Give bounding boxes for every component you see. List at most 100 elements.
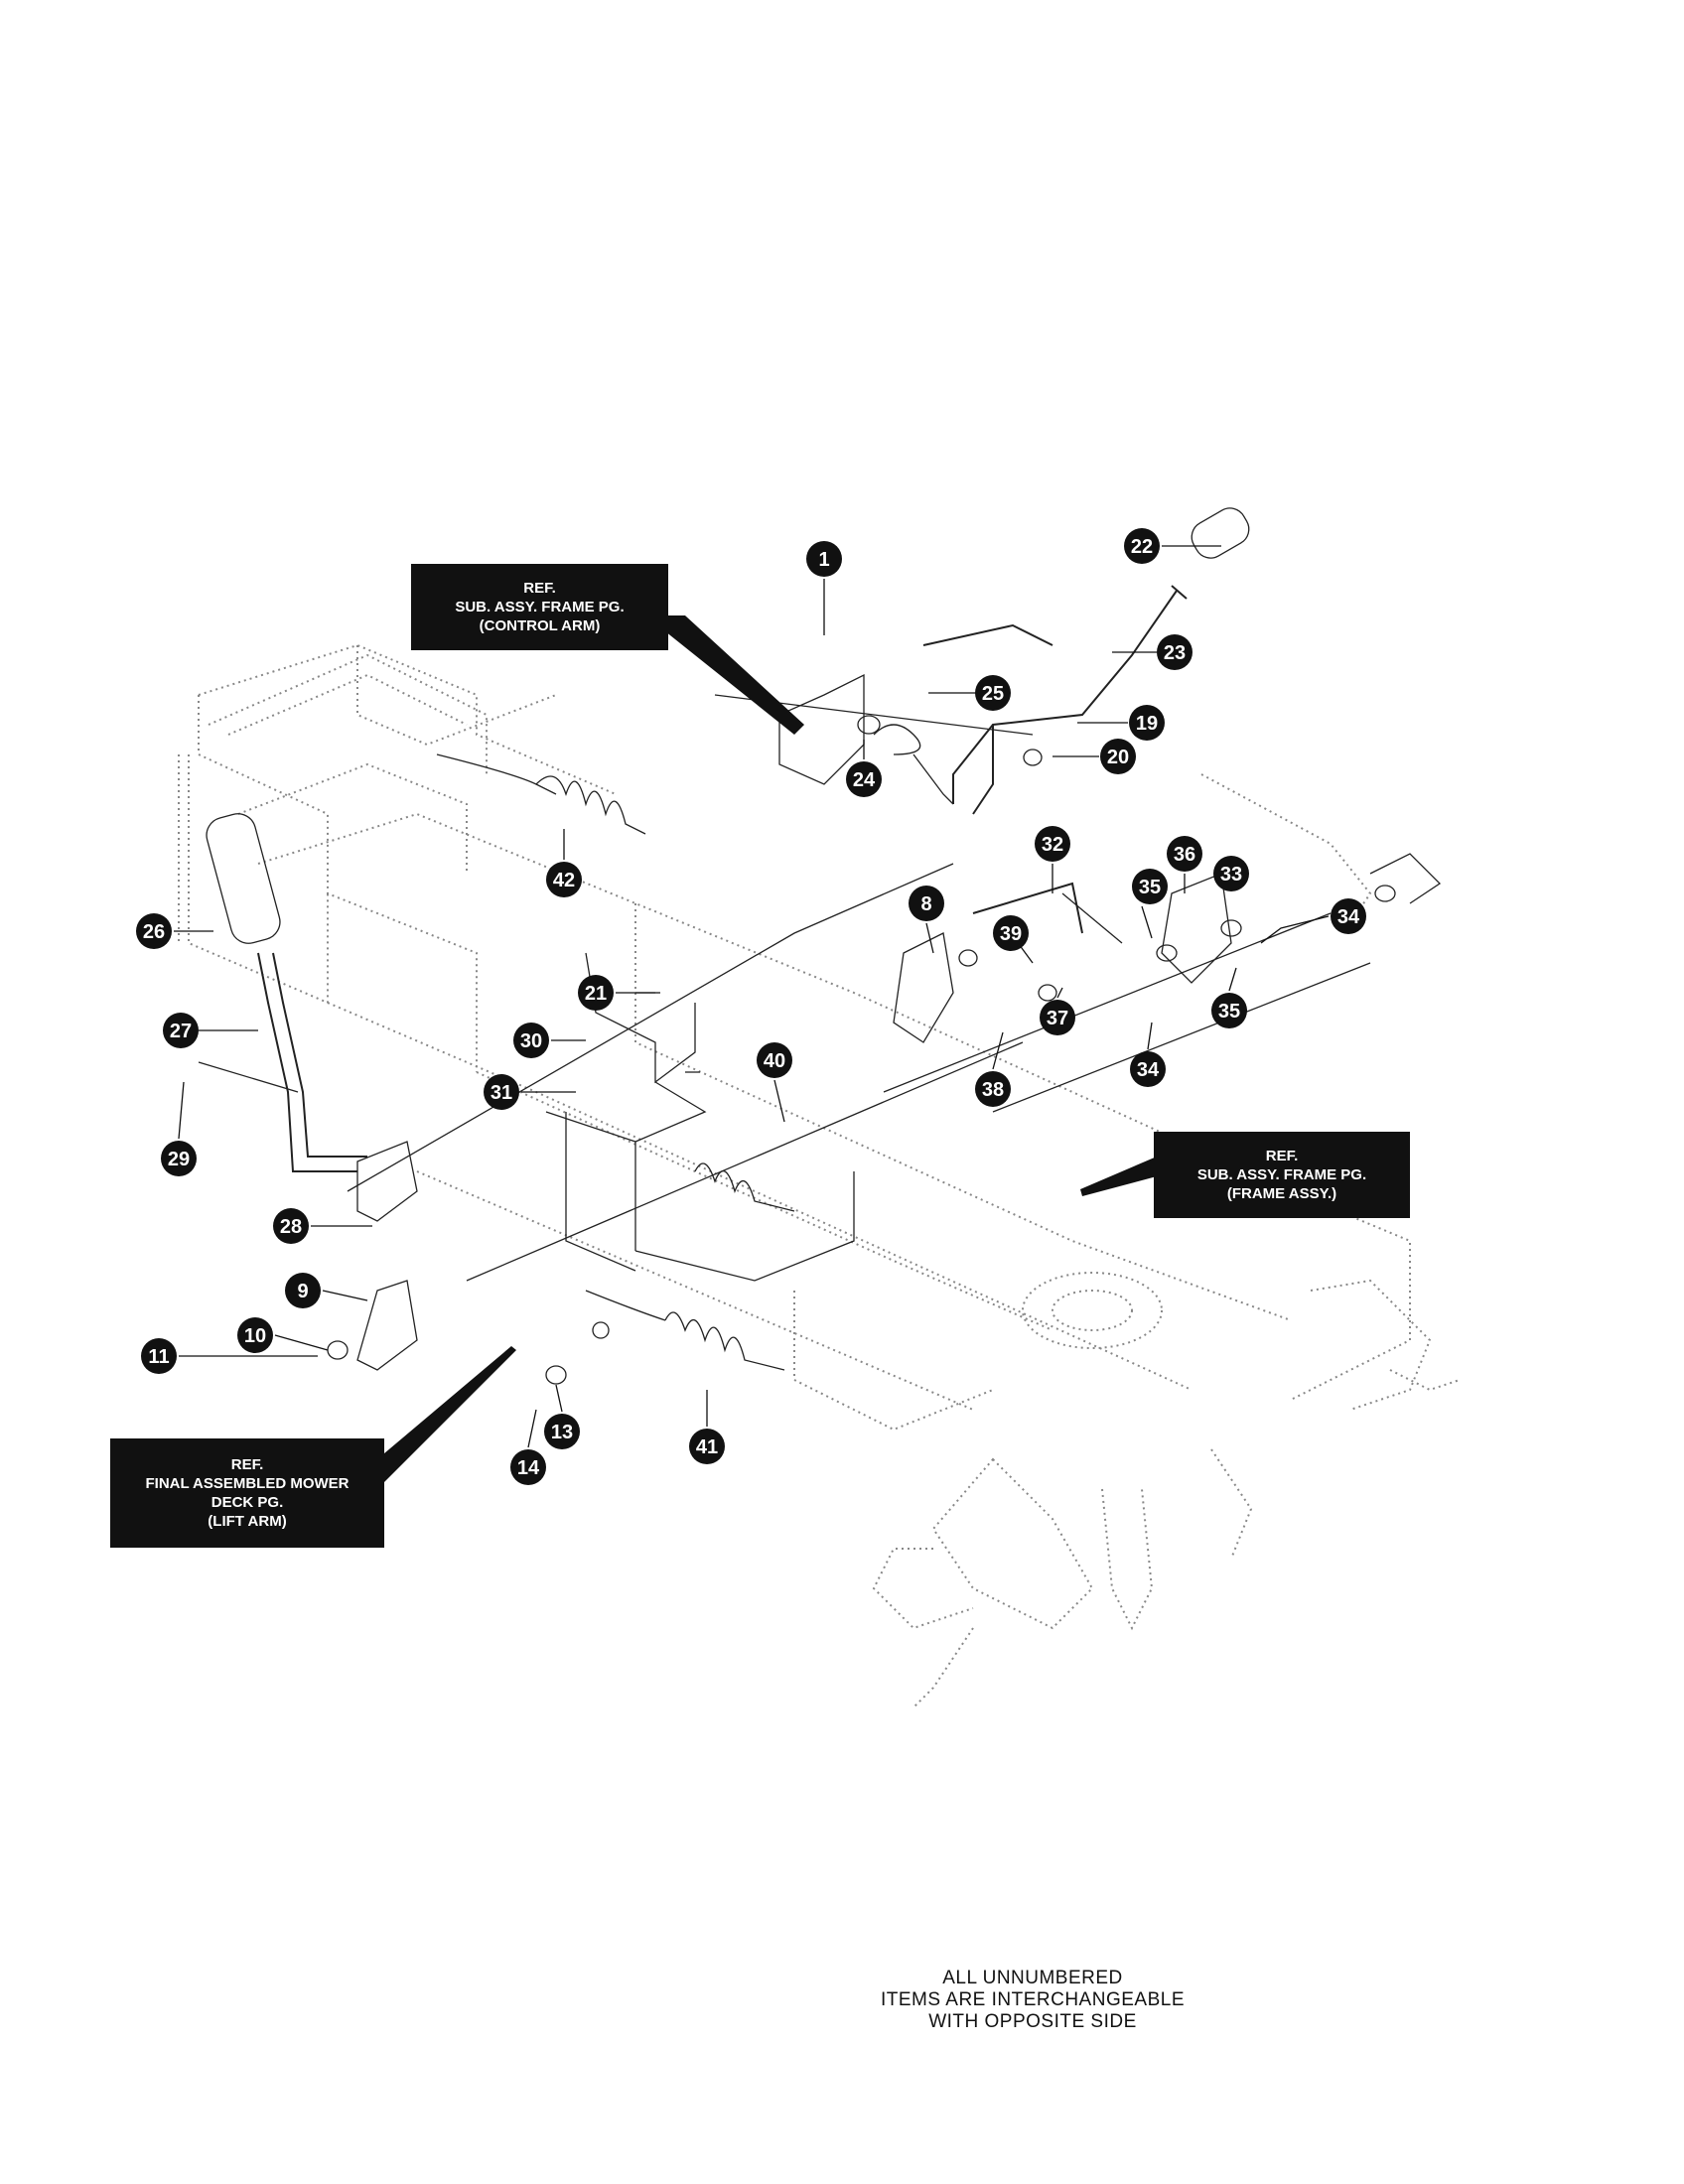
- callout-circle: [1100, 739, 1136, 774]
- callout-39: 39: [993, 915, 1029, 951]
- callout-32: 32: [1035, 826, 1070, 862]
- callout-42: 42: [546, 862, 582, 897]
- callout-label: 24: [853, 769, 876, 791]
- callout-label: 34: [1337, 906, 1360, 928]
- callout-40: 40: [757, 1042, 792, 1078]
- callout-label: 40: [764, 1050, 785, 1072]
- callout-label: 39: [1000, 923, 1022, 945]
- callout-label: 37: [1047, 1008, 1068, 1029]
- callout-circle: [544, 1414, 580, 1449]
- callout-circle: [141, 1338, 177, 1374]
- callout-33: 33: [1213, 856, 1249, 891]
- ref-line: DECK PG.: [210, 1494, 284, 1511]
- footnote-line: ITEMS ARE INTERCHANGEABLE: [880, 1989, 1185, 2010]
- callout-circle: [273, 1208, 309, 1244]
- callout-label: 33: [1220, 864, 1242, 886]
- callout-20: 20: [1100, 739, 1136, 774]
- callout-circle: [136, 913, 172, 949]
- callout-label: 14: [517, 1457, 540, 1479]
- callout-29: 29: [161, 1141, 197, 1176]
- callout-circle: [1331, 898, 1366, 934]
- ref-line: (FRAME ASSY.): [1226, 1185, 1337, 1202]
- callout-label: 21: [585, 983, 607, 1005]
- ref-line: FINAL ASSEMBLED MOWER: [145, 1475, 350, 1492]
- callout-label: 34: [1137, 1059, 1160, 1081]
- right-linkage: [883, 853, 1442, 1113]
- callout-28: 28: [273, 1208, 309, 1244]
- footnote: ALL UNNUMBERED ITEMS ARE INTERCHANGEABLE…: [834, 1968, 1231, 2033]
- callout-circle: [161, 1141, 197, 1176]
- callout-layer: 1222325192024422627292130313283936333534…: [136, 528, 1366, 1485]
- callout-circle: [689, 1429, 725, 1464]
- callout-10: 10: [237, 1317, 273, 1353]
- callout-label: 22: [1131, 536, 1153, 558]
- callout-label: 35: [1218, 1001, 1240, 1023]
- callout-27: 27: [163, 1013, 199, 1048]
- callout-34: 34: [1331, 898, 1366, 934]
- callout-circle: [1130, 1051, 1166, 1087]
- callout-label: 9: [297, 1281, 308, 1302]
- callout-circle: [1167, 836, 1202, 872]
- callout-label: 25: [982, 683, 1004, 705]
- ref-line: REF.: [1265, 1148, 1299, 1164]
- springs: [436, 753, 795, 1371]
- callout-circle: [237, 1317, 273, 1353]
- callout-label: 13: [551, 1422, 573, 1443]
- callout-23: 23: [1157, 634, 1193, 670]
- callout-35: 35: [1132, 869, 1168, 904]
- callout-circle: [993, 915, 1029, 951]
- callout-label: 10: [244, 1325, 266, 1347]
- console-outline: [178, 653, 488, 943]
- ref-line: REF.: [523, 580, 556, 597]
- ref-box-lift-arm: REF. FINAL ASSEMBLED MOWER DECK PG. (LIF…: [110, 1438, 384, 1548]
- lift-handle-assembly: [198, 813, 418, 1371]
- callout-30: 30: [513, 1023, 549, 1058]
- callout-circle: [757, 1042, 792, 1078]
- callout-label: 41: [696, 1436, 718, 1458]
- ref-line: SUB. ASSY. FRAME PG.: [1196, 1166, 1367, 1183]
- callout-label: 42: [553, 870, 575, 891]
- callout-25: 25: [975, 675, 1011, 711]
- callout-11: 11: [141, 1338, 177, 1374]
- callout-label: 31: [491, 1082, 512, 1104]
- callout-label: 30: [520, 1030, 542, 1052]
- callout-circle: [806, 541, 842, 577]
- callout-circle: [578, 975, 614, 1011]
- callout-circle: [1211, 993, 1247, 1028]
- callout-label: 8: [920, 893, 931, 915]
- callout-circle: [484, 1074, 519, 1110]
- callout-label: 11: [148, 1346, 169, 1368]
- callout-circle: [1035, 826, 1070, 862]
- callout-circle: [975, 1071, 1011, 1107]
- callout-circle: [1132, 869, 1168, 904]
- ref-box-control-arm: REF. SUB. ASSY. FRAME PG. (CONTROL ARM): [411, 564, 668, 650]
- callout-38: 38: [975, 1071, 1011, 1107]
- callout-label: 29: [168, 1149, 190, 1170]
- callout-37: 37: [1040, 1000, 1075, 1035]
- callout-circle: [285, 1273, 321, 1308]
- callout-circle: [546, 862, 582, 897]
- ref-line: SUB. ASSY. FRAME PG.: [455, 599, 625, 615]
- callout-circle: [510, 1449, 546, 1485]
- callout-circle: [513, 1023, 549, 1058]
- callout-21: 21: [578, 975, 614, 1011]
- callout-label: 20: [1107, 747, 1129, 768]
- callout-circle: [1129, 705, 1165, 741]
- footnote-line: ALL UNNUMBERED: [942, 1968, 1123, 1988]
- ref-line: (CONTROL ARM): [479, 617, 601, 634]
- callout-label: 27: [170, 1021, 192, 1042]
- callout-circle: [1213, 856, 1249, 891]
- callout-34: 34: [1130, 1051, 1166, 1087]
- callout-24: 24: [846, 761, 882, 797]
- callout-circle: [163, 1013, 199, 1048]
- callout-circle: [975, 675, 1011, 711]
- callout-label: 1: [818, 549, 829, 571]
- callout-35: 35: [1211, 993, 1247, 1028]
- center-bracket: [347, 694, 1034, 1282]
- callout-label: 35: [1139, 877, 1161, 898]
- callout-19: 19: [1129, 705, 1165, 741]
- ref-line: (LIFT ARM): [208, 1513, 287, 1530]
- hardware: [327, 715, 1043, 1385]
- callout-41: 41: [689, 1429, 725, 1464]
